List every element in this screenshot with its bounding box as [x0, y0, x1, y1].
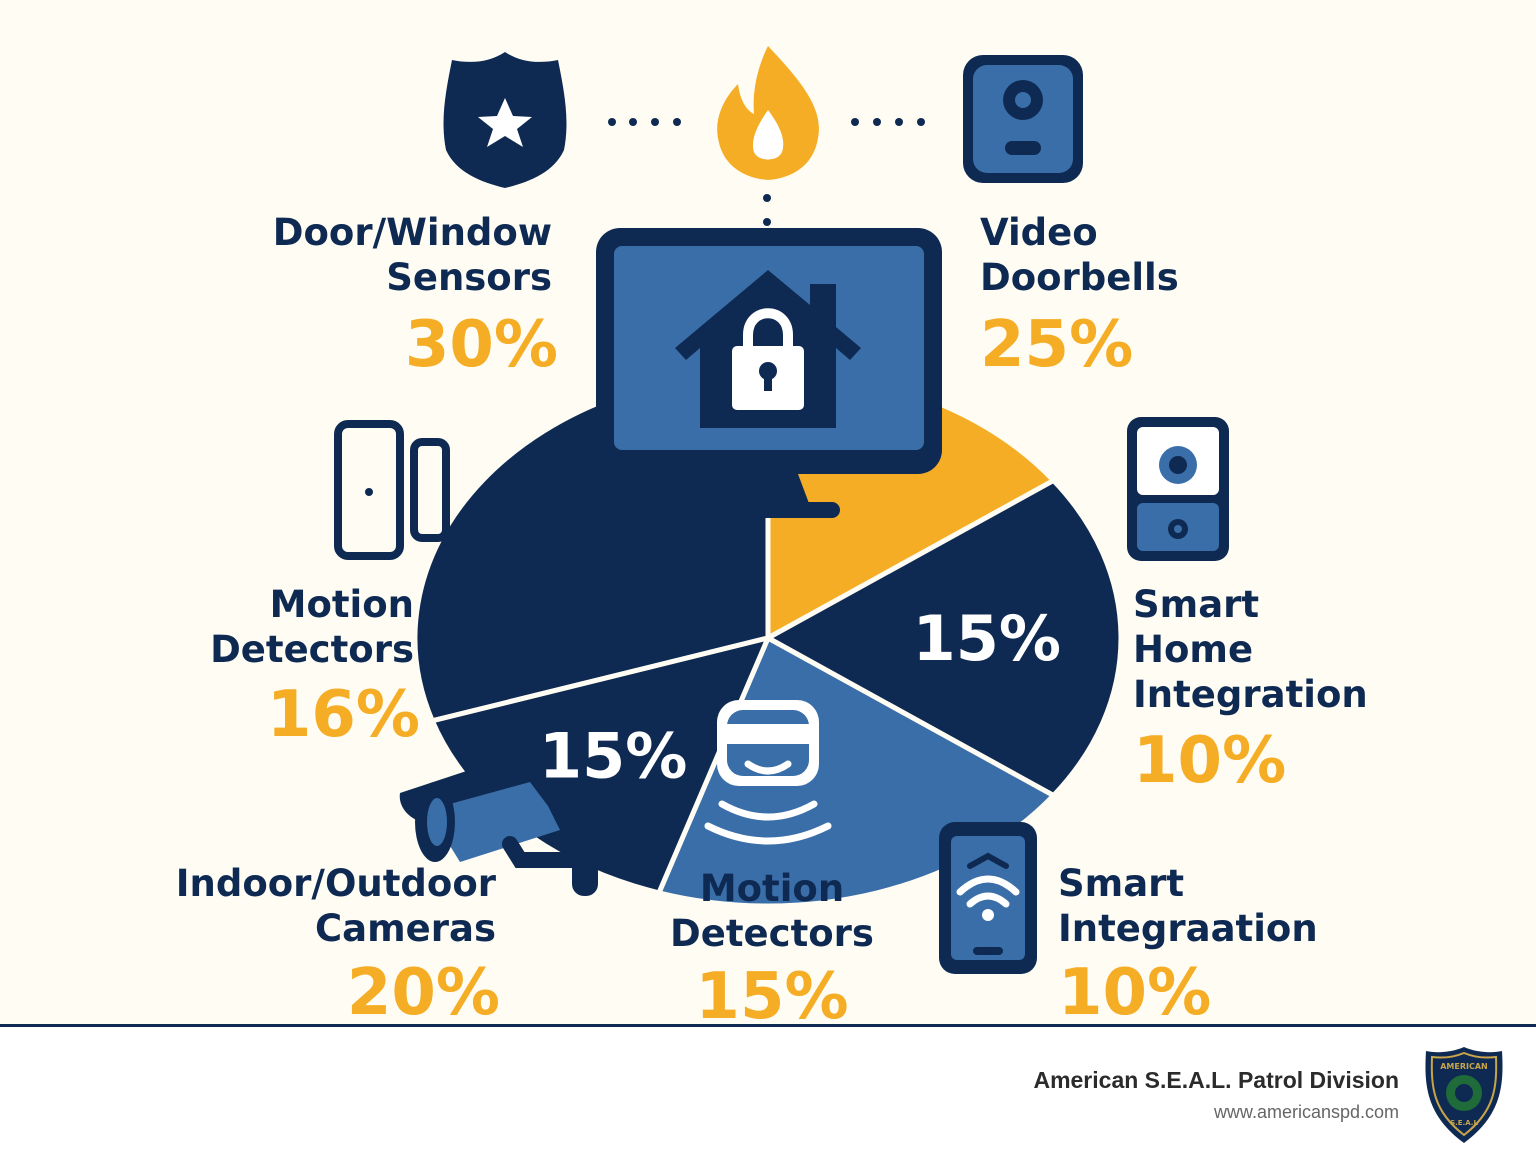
callout-percent-smart-integration: 10%	[1058, 956, 1212, 1024]
callout-label-motion-detectors-bottom: Motion Detectors	[670, 867, 874, 955]
police-badge-icon	[443, 52, 567, 188]
door-sensor-icon	[334, 420, 450, 560]
callout-percent-motion-detectors-left: 16%	[266, 678, 420, 752]
callout-label-door-window: Door/Window Sensors	[272, 211, 552, 299]
dotted-connectors	[608, 118, 925, 226]
pie-slice-value-label: 15%	[539, 719, 687, 792]
chart-graphics: 15% 15%	[334, 46, 1229, 974]
footer: American S.E.A.L. Patrol Division www.am…	[0, 1024, 1536, 1154]
doorbell-camera-icon	[963, 55, 1083, 183]
flame-icon	[717, 46, 819, 180]
footer-url[interactable]: www.americanspd.com	[1213, 1102, 1399, 1122]
motion-sensor-icon	[704, 700, 832, 845]
callout-label-smart-integration: Smart Integraation	[1058, 862, 1318, 950]
callout-percent-motion-detectors-bottom: 15%	[695, 960, 849, 1024]
callout-label-motion-detectors-left: Motion Detectors	[210, 583, 414, 671]
pie-slice-value-label: 15%	[913, 602, 1061, 675]
callout-percent-video-doorbells: 25%	[980, 308, 1134, 382]
callout-label-smart-home: Smart Home Integration	[1133, 583, 1368, 716]
smartphone-wifi-icon	[939, 822, 1037, 974]
footer-organization: American S.E.A.L. Patrol Division	[1033, 1067, 1399, 1093]
callout-percent-door-window: 30%	[404, 308, 558, 382]
callout-percent-smart-home: 10%	[1133, 724, 1287, 798]
sensor-dot	[365, 488, 373, 496]
house-lock-icon	[675, 270, 861, 428]
infographic-canvas: 15% 15%	[175, 46, 1368, 1024]
callout-label-video-doorbells: Video Doorbells	[980, 211, 1179, 299]
speaker-icon	[1127, 417, 1229, 561]
seal-badge-icon: AMERICAN S.E.A.L	[1425, 1047, 1503, 1143]
badge-top-text: AMERICAN	[1440, 1062, 1488, 1071]
badge-bottom-text: S.E.A.L	[1450, 1119, 1478, 1127]
pie-slice	[762, 477, 1124, 799]
callout-percent-cameras: 20%	[346, 956, 500, 1024]
callout-label-cameras: Indoor/Outdoor Cameras	[175, 862, 496, 950]
security-camera-icon	[399, 749, 598, 896]
